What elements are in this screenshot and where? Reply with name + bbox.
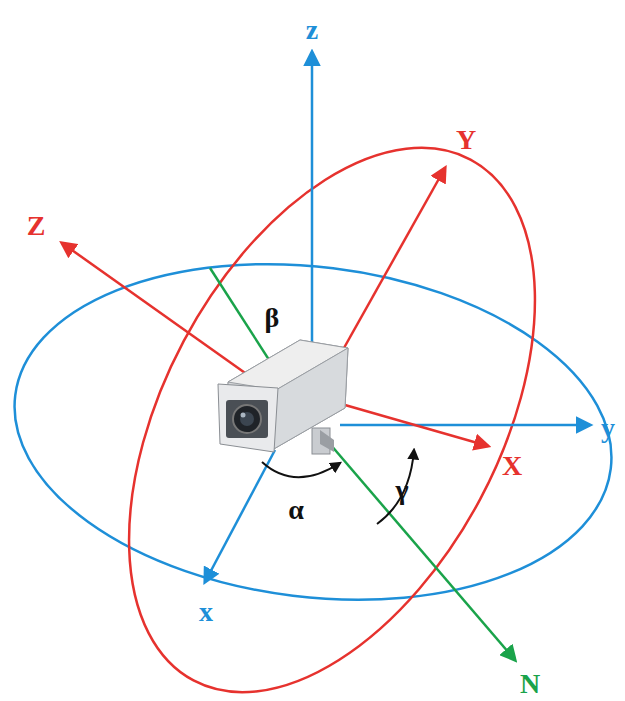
node-axis — [318, 430, 515, 660]
axis-label: Y — [456, 126, 476, 154]
angle-label: α — [288, 496, 304, 524]
axis-label: x — [199, 598, 213, 626]
x-axis — [205, 450, 275, 582]
XY-plane — [45, 81, 619, 701]
y-axis — [340, 424, 590, 427]
angle-label: γ — [395, 476, 408, 504]
gamma-arc — [377, 450, 414, 524]
X-axis — [345, 405, 488, 446]
axis-label: Z — [27, 212, 46, 240]
alpha-arc — [262, 462, 340, 477]
camera-illustration — [218, 340, 348, 454]
z-axis — [311, 52, 314, 372]
angle-label: β — [265, 304, 280, 332]
axis-label: N — [520, 670, 540, 698]
Z-axis — [62, 243, 255, 380]
axis-label: X — [502, 452, 522, 480]
axis-label: y — [601, 414, 615, 442]
Y-axis — [340, 168, 445, 355]
axis-label: z — [306, 16, 318, 44]
